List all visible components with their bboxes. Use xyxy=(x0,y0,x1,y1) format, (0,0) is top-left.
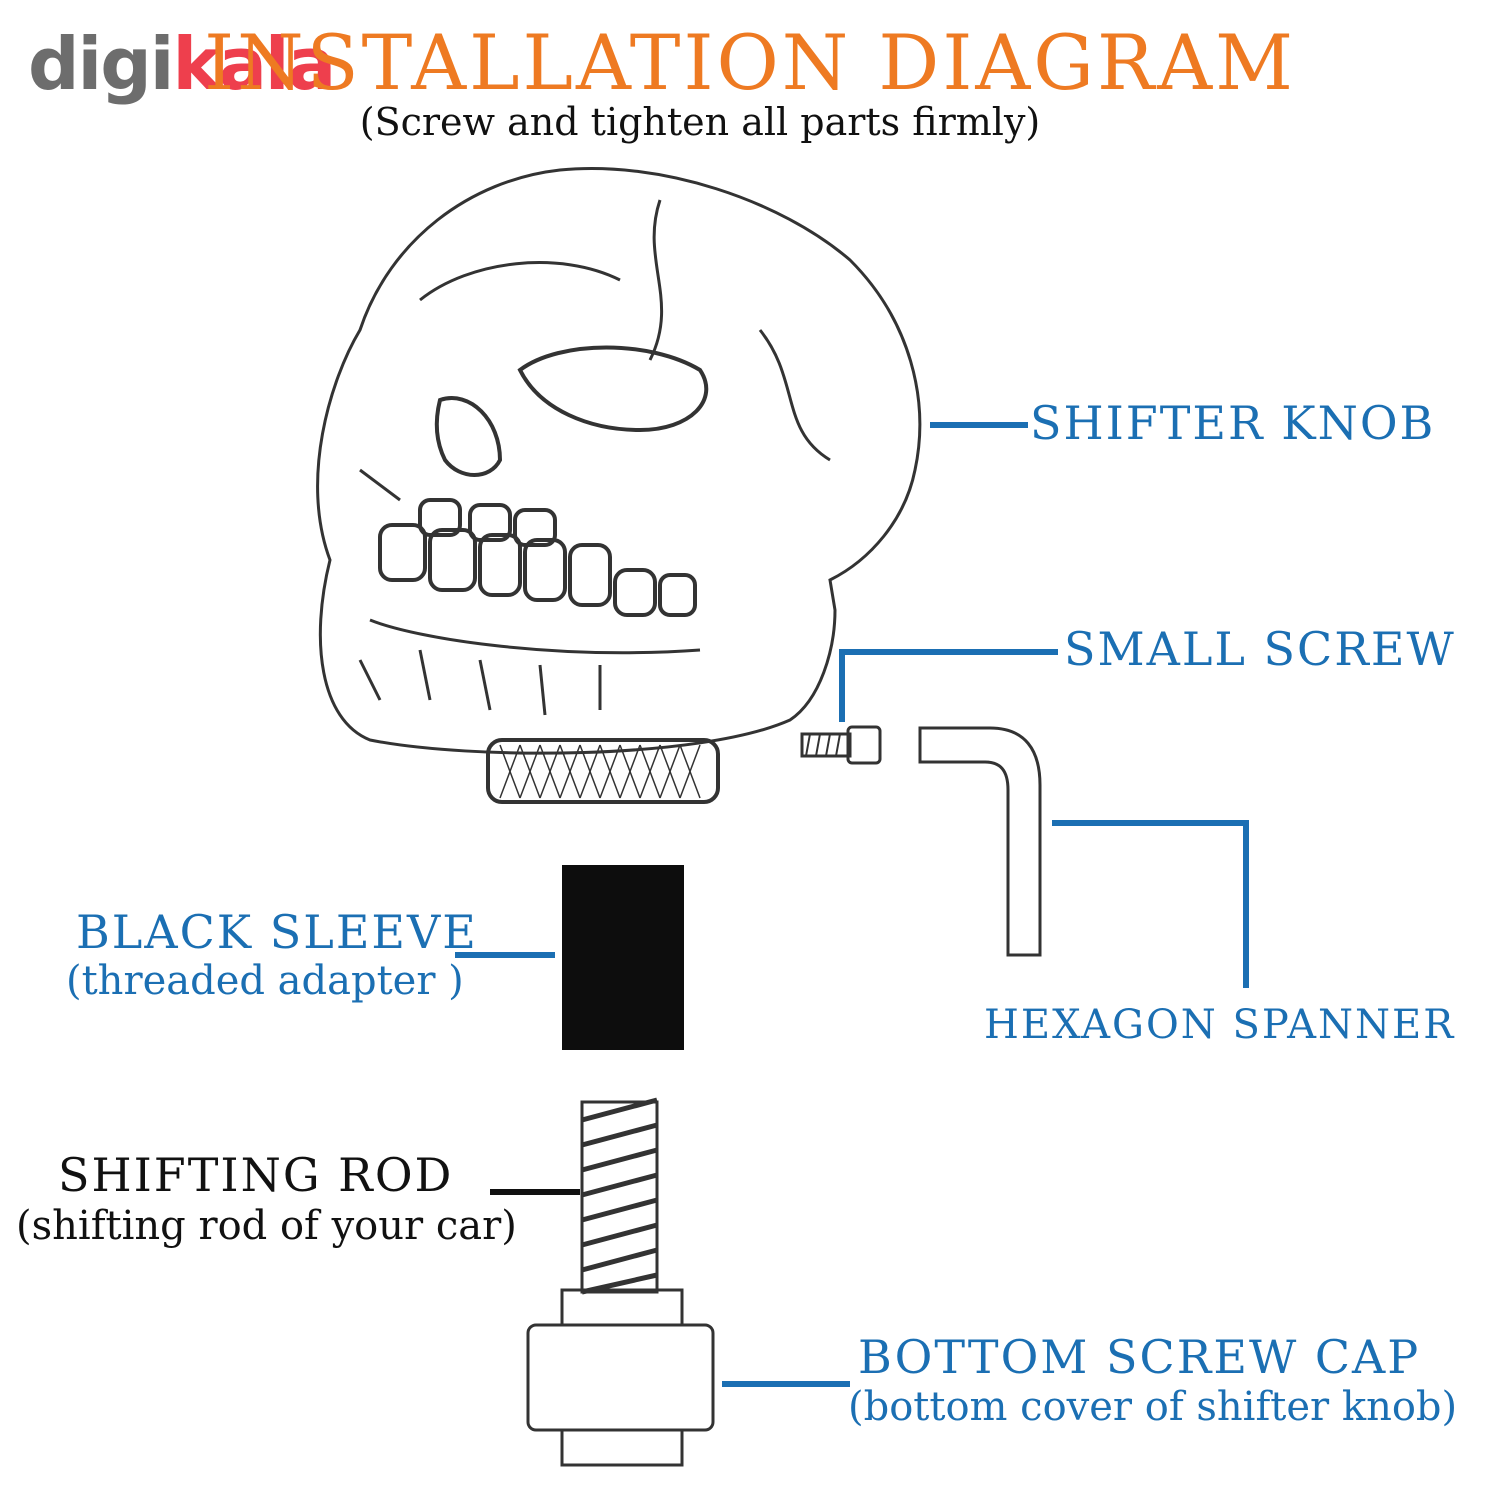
bottom-screw-cap-sublabel: (bottom cover of shifter knob) xyxy=(848,1384,1458,1430)
shifter-knob-label: SHIFTER KNOB xyxy=(1030,396,1436,450)
bottom-screw-cap-drawing xyxy=(526,1288,715,1467)
leader-hexagon-spanner xyxy=(1052,820,1249,988)
logo-part-2: kala xyxy=(172,22,336,106)
leader-small-screw xyxy=(839,649,1058,722)
shifting-rod-sublabel: (shifting rod of your car) xyxy=(16,1203,517,1249)
small-screw-drawing xyxy=(800,725,882,765)
black-sleeve-drawing xyxy=(562,865,684,1050)
hexagon-spanner-label: HEXAGON SPANNER xyxy=(984,1002,1456,1048)
black-sleeve-label: BLACK SLEEVE xyxy=(76,905,478,959)
skull-knob-drawing xyxy=(316,166,922,804)
bottom-screw-cap-label: BOTTOM SCREW CAP xyxy=(858,1330,1421,1384)
digikala-logo: digikala xyxy=(28,22,336,106)
hexagon-spanner-drawing xyxy=(918,726,1042,957)
leader-lines xyxy=(455,422,1249,1387)
small-screw-label: SMALL SCREW xyxy=(1064,622,1456,676)
logo-part-1: digi xyxy=(28,22,174,106)
shifting-rod-drawing xyxy=(580,1097,659,1295)
black-sleeve-sublabel: (threaded adapter ) xyxy=(66,958,464,1004)
page-subtitle: (Screw and tighten all parts firmly) xyxy=(359,100,1041,144)
page-title: INSTALLATION DIAGRAM xyxy=(204,18,1296,107)
shifting-rod-label: SHIFTING ROD xyxy=(58,1148,454,1202)
